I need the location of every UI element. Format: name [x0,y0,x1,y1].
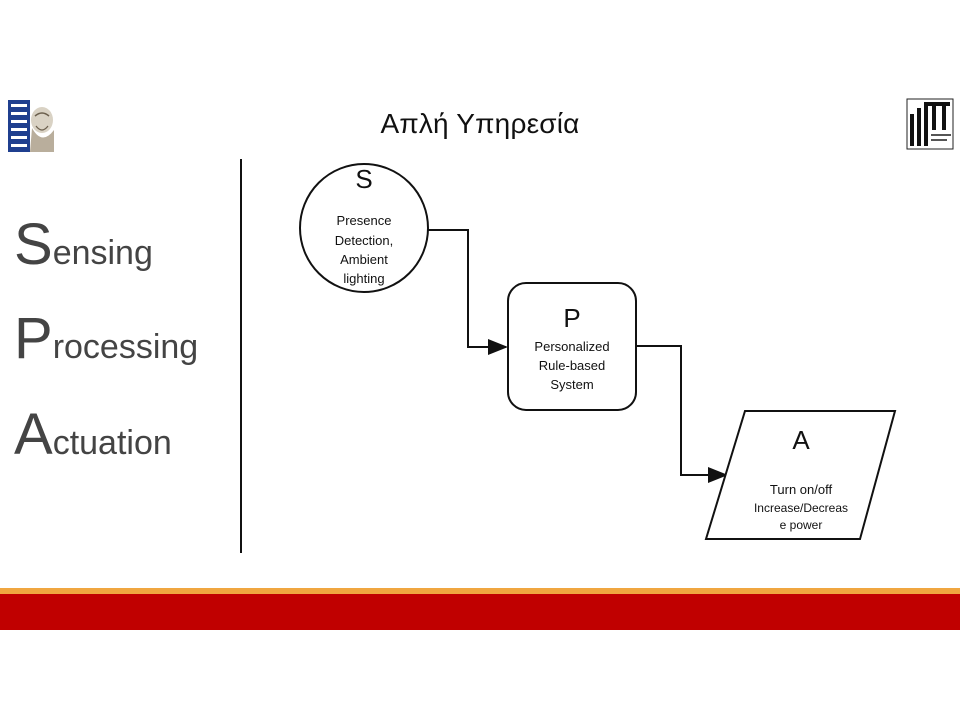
slide-title: Απλή Υπηρεσία [380,108,580,139]
processing-node: P Personalized Rule-based System [507,282,637,411]
footer-accent-bar [0,588,960,594]
sensing-line-1: Presence [337,213,392,228]
actuation-node: A Turn on/off Increase/Decreas e power [704,410,897,540]
acronym-sensing: Sensing [14,216,153,274]
sensing-node: S Presence Detection, Ambient lighting [299,163,429,293]
sensing-line-4: lighting [343,271,384,286]
acronym-rest-s: ensing [52,234,153,272]
connector-p-to-a [636,345,728,483]
acronym-rest-a: ctuation [52,424,172,462]
processing-line-1: Personalized [534,339,609,354]
processing-line-2: Rule-based [539,358,606,373]
acronym-actuation: Actuation [14,406,172,464]
acronym-initial-p: P [14,306,53,371]
sensing-line-3: Ambient [340,252,388,267]
institute-logo-icon [906,98,954,150]
actuation-letter: A [792,425,810,455]
processing-letter: P [563,303,580,333]
actuation-line-1: Turn on/off [770,482,833,497]
acronym-initial-s: S [14,212,53,277]
actuation-line-3: e power [780,518,823,532]
acronym-rest-p: rocessing [52,328,199,366]
demokritos-logo-icon [8,100,54,152]
footer-bar [0,594,960,630]
sensing-letter: S [355,164,372,194]
vertical-divider [240,159,242,553]
acronym-initial-a: A [14,402,53,467]
connector-s-to-p [428,229,508,355]
actuation-line-2: Increase/Decreas [754,501,848,515]
processing-line-3: System [550,377,593,392]
acronym-processing: Processing [14,310,198,368]
sensing-line-2: Detection, [335,233,394,248]
